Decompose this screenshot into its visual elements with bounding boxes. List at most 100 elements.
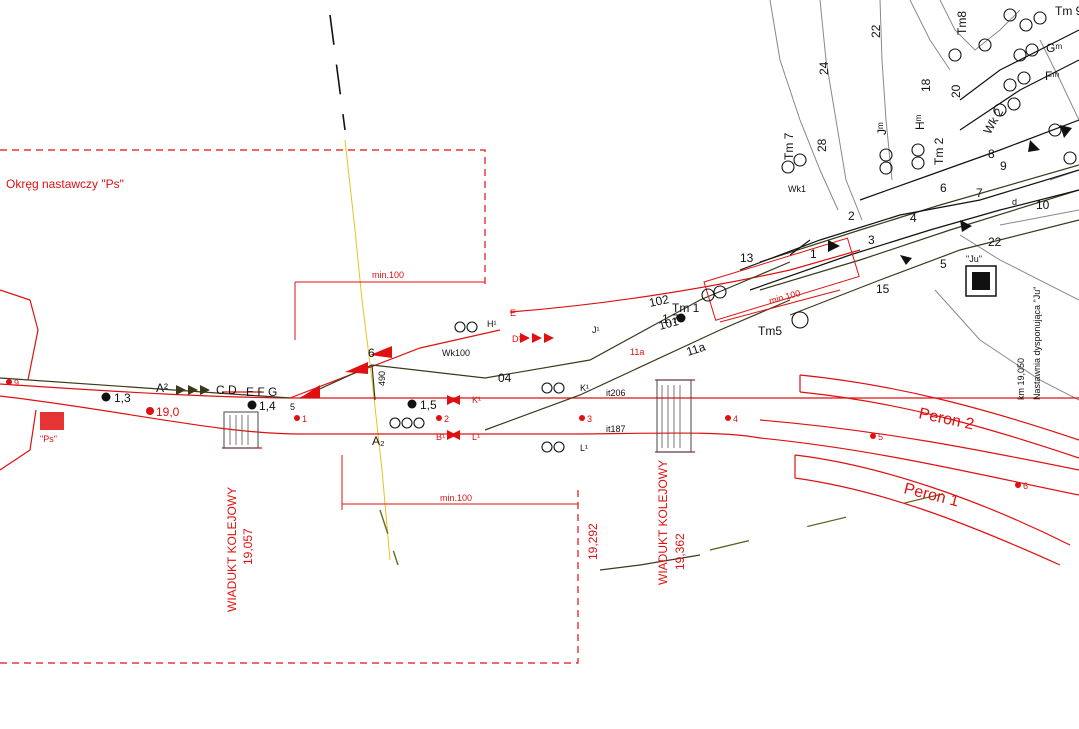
- track-6: 6: [940, 181, 947, 195]
- viaduct-2-name: WIADUKT KOLEJOWY: [656, 460, 670, 585]
- signal-markers: [176, 125, 1072, 440]
- signal-Tm1: Tm 1: [672, 301, 700, 315]
- signal-Wk1: Wk1: [788, 184, 806, 194]
- tracks-black: [739, 29, 1079, 291]
- sw-3: 3: [587, 414, 592, 424]
- track-11a-2: 11a: [630, 347, 644, 357]
- sw-4: 4: [733, 414, 738, 424]
- signal-Hm: Hᵐ: [913, 114, 927, 130]
- signal-L1b: L¹: [580, 443, 588, 453]
- track-11a: 11a: [685, 340, 708, 359]
- signal-K1b: K¹: [580, 383, 589, 393]
- signal-Wk100: Wk100: [442, 348, 470, 358]
- viaduct-1-name: WIADUKT KOLEJOWY: [225, 487, 239, 612]
- track-8: 8: [988, 147, 995, 161]
- platform-1: [794, 454, 1071, 566]
- switch-19-0: 19,0: [156, 405, 180, 419]
- track-18: 18: [919, 78, 933, 92]
- sector-line-yellow: [344, 139, 391, 561]
- track-3: 3: [868, 233, 875, 247]
- viaduct-2-km: 19,362: [673, 533, 687, 570]
- signal-Wk2: Wk 2: [980, 106, 1006, 137]
- viaduct-2-block: [656, 379, 692, 453]
- track-22: 22: [869, 24, 883, 38]
- signal-A2-bot: A₂: [372, 434, 385, 448]
- switch-5: 5: [290, 402, 295, 412]
- misc-d: d: [1012, 197, 1017, 207]
- platform-2-label: Peron 2: [917, 405, 975, 433]
- track-15: 15: [876, 282, 890, 296]
- ps-box-label: "Ps": [40, 434, 57, 444]
- sw-5: 5: [878, 432, 883, 442]
- ju-box-inner: [972, 272, 990, 290]
- tracks-dark: [0, 164, 1079, 571]
- track-28: 28: [815, 138, 829, 152]
- signal-A2-top: A²: [156, 381, 168, 395]
- misc-490: 490: [377, 371, 387, 386]
- track-4: 4: [910, 211, 917, 225]
- track-5: 5: [940, 257, 947, 271]
- switch-6: 6: [368, 346, 375, 360]
- dim-right-label: min.100: [768, 288, 802, 306]
- signal-Tm9: Tm 9: [1055, 4, 1079, 18]
- track-it187: it187: [606, 424, 626, 434]
- signal-Tm7: Tm 7: [782, 132, 796, 160]
- ju-note: Nastawnia dysponująca "Ju": [1032, 287, 1042, 400]
- track-20: 20: [949, 84, 963, 98]
- viaduct-1-block: [223, 411, 259, 449]
- dim-bottom-label: min.100: [440, 493, 472, 503]
- ju-box-label: "Ju": [966, 254, 982, 264]
- track-9: 9: [1000, 159, 1007, 173]
- signal-E: E: [510, 308, 516, 318]
- switch-balls: [6, 313, 1021, 488]
- dash-olive: [709, 479, 1001, 551]
- switch-1-7: 1,7: [662, 312, 679, 326]
- signal-D1: D¹: [512, 334, 522, 344]
- sw-6: 6: [1023, 481, 1028, 491]
- km-marker: 19,292: [586, 523, 600, 560]
- switch-1-3: 1,3: [114, 391, 131, 405]
- track-1: 1: [810, 247, 817, 261]
- platform-2: [799, 374, 1079, 459]
- signal-EFG: E F G: [246, 385, 277, 399]
- track-10: 10: [1036, 198, 1050, 212]
- signal-Gm: Gᵐ: [1046, 41, 1062, 55]
- signal-heads: [389, 8, 1077, 453]
- district-label: Okręg nastawczy "Ps": [6, 177, 124, 191]
- signal-Jm: Jᵐ: [875, 122, 889, 135]
- switch-04: 04: [498, 371, 512, 385]
- track-13: 13: [740, 251, 754, 265]
- signal-Tm5: Tm5: [758, 324, 782, 338]
- viaduct-1-km: 19,057: [241, 528, 255, 565]
- switch-1-5: 1,5: [420, 398, 437, 412]
- ps-box: [40, 412, 64, 430]
- tracks-red: [0, 249, 1079, 496]
- track-22b: 22: [988, 235, 1002, 249]
- sw-9: 9: [14, 378, 19, 388]
- dash-black-top: [329, 14, 346, 131]
- track-it206: it206: [606, 388, 626, 398]
- signal-CD: C D: [216, 383, 237, 397]
- viaduct-hatch: [229, 385, 681, 448]
- track-24: 24: [817, 61, 831, 75]
- sw-2: 2: [444, 414, 449, 424]
- signal-Tm2: Tm 2: [932, 137, 946, 165]
- ju-km: km 19,050: [1016, 358, 1026, 400]
- signal-K1a: K¹: [472, 395, 481, 405]
- signal-B1: B¹: [436, 432, 445, 442]
- track-2: 2: [848, 209, 855, 223]
- district-boundary: [0, 149, 579, 664]
- signal-Tm8: Tm8: [955, 11, 969, 35]
- signal-L1a: L¹: [472, 432, 480, 442]
- switch-1-4: 1,4: [259, 399, 276, 413]
- signal-H1: H¹: [487, 319, 497, 329]
- signal-Fm: Fᵐ: [1045, 69, 1059, 83]
- sw-1: 1: [302, 414, 307, 424]
- dim-top-label: min.100: [372, 270, 404, 280]
- track-101: 101: [657, 314, 680, 333]
- signal-J1: J¹: [592, 325, 600, 335]
- dash-black-bot: [379, 509, 399, 566]
- track-7: 7: [976, 186, 983, 200]
- track-102: 102: [648, 292, 671, 310]
